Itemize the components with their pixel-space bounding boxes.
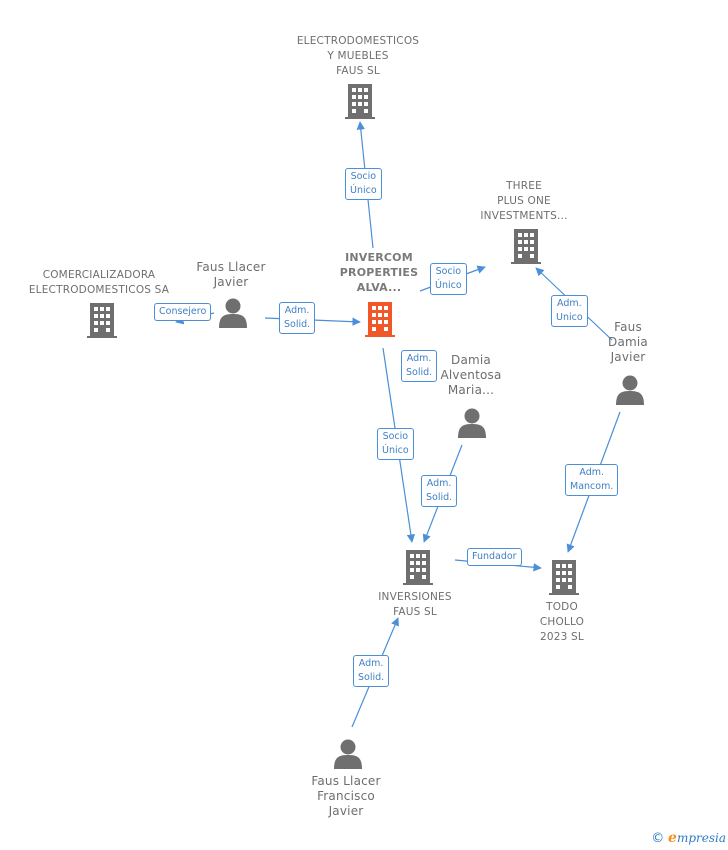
person-icon[interactable] <box>458 408 486 439</box>
edge-label-adm-solid[interactable]: Adm. Solid. <box>279 302 316 334</box>
person-icon[interactable] <box>616 375 644 406</box>
building-icon[interactable] <box>549 560 579 595</box>
edge-label-adm-unico[interactable]: Adm. Unico <box>551 295 588 327</box>
building-icon[interactable] <box>511 229 541 264</box>
node-label-comercializadora[interactable]: COMERCIALIZADORA ELECTRODOMESTICOS SA <box>28 269 170 296</box>
node-label-faus-llacer-francisco[interactable]: Faus Llacer Francisco Javier <box>311 774 381 818</box>
copyright-icon: © <box>651 831 665 846</box>
brand-e: e <box>668 830 677 846</box>
person-icon[interactable] <box>219 298 247 329</box>
building-icon-main[interactable] <box>365 302 395 337</box>
node-label-faus-llacer-javier[interactable]: Faus Llacer Javier <box>196 260 266 289</box>
building-icon[interactable] <box>403 550 433 585</box>
edge-label-socio-unico[interactable]: Socio Único <box>377 428 414 460</box>
edge-label-adm-solid[interactable]: Adm. Solid. <box>401 350 438 382</box>
building-icon[interactable] <box>87 303 117 338</box>
edge-label-socio-unico[interactable]: Socio Único <box>430 263 467 295</box>
node-label-three-plus-one[interactable]: THREE PLUS ONE INVESTMENTS... <box>480 180 568 222</box>
node-label-invercom[interactable]: INVERCOM PROPERTIES ALVA... <box>339 251 419 294</box>
node-label-faus-damia-javier[interactable]: Faus Damia Javier <box>608 320 648 364</box>
edge-label-socio-unico[interactable]: Socio Único <box>345 168 382 200</box>
node-label-electrodomesticos-muebles[interactable]: ELECTRODOMESTICOS Y MUEBLES FAUS SL <box>296 35 420 77</box>
building-icon[interactable] <box>345 84 375 119</box>
edge-label-adm-mancom[interactable]: Adm. Mancom. <box>565 464 619 496</box>
node-label-inversiones-faus[interactable]: INVERSIONES FAUS SL <box>378 591 452 618</box>
edge-label-adm-solid[interactable]: Adm. Solid. <box>353 655 390 687</box>
edge-label-consejero[interactable]: Consejero <box>154 303 212 321</box>
node-label-todo-chollo[interactable]: TODO CHOLLO 2023 SL <box>539 601 585 643</box>
edge-label-adm-solid[interactable]: Adm. Solid. <box>421 475 458 507</box>
footer-brand: © empresia <box>651 830 726 846</box>
person-icon[interactable] <box>334 739 362 770</box>
node-label-damia-alventosa[interactable]: Damia Alventosa Maria... <box>440 353 502 397</box>
edge-label-fundador[interactable]: Fundador <box>467 548 522 566</box>
brand-name: mpresia <box>676 831 726 845</box>
